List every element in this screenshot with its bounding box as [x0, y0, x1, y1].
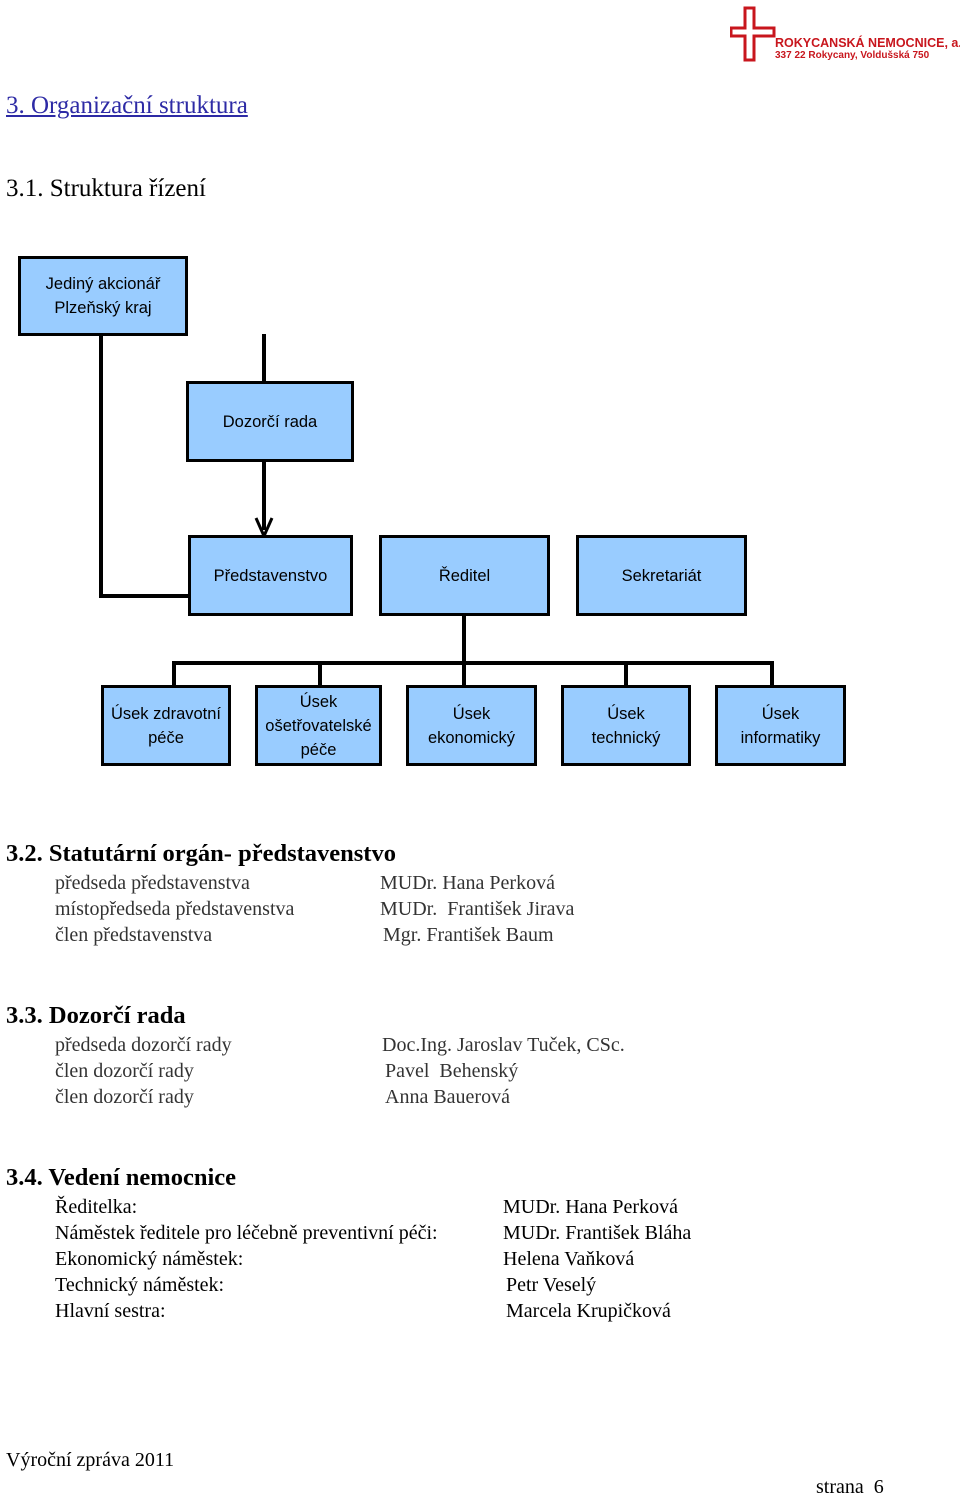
management-name: MUDr. František Bláha [503, 1222, 692, 1244]
supervisory-role: člen dozorčí rady [55, 1086, 194, 1108]
hospital-address: 337 22 Rokycany, Voldušská 750 [775, 50, 930, 61]
board-role: místopředseda představenstva [55, 898, 295, 920]
node-director: Ředitel [379, 535, 550, 616]
board-role: předseda představenstva [55, 872, 250, 894]
management-name: Helena Vaňková [503, 1248, 635, 1270]
board-member-name: MUDr. Hana Perková [380, 872, 555, 894]
section-32-title: 3.2. Statutární orgán- představenstvo [6, 840, 396, 867]
management-role: Ředitelka: [55, 1196, 138, 1218]
node-supervisory-board: Dozorčí rada [186, 381, 354, 462]
org-chart-connectors [99, 334, 774, 687]
management-role: Náměstek ředitele pro léčebně preventivn… [55, 1222, 438, 1244]
management-role: Hlavní sestra: [55, 1300, 166, 1322]
section-34-title: 3.4. Vedení nemocnice [6, 1164, 237, 1191]
red-cross-icon [730, 6, 776, 62]
section-33-title: 3.3. Dozorčí rada [6, 1002, 186, 1029]
supervisory-role: člen dozorčí rady [55, 1060, 194, 1082]
supervisory-member-name: Pavel Behenský [385, 1060, 519, 1082]
section-31-title: 3.1. Struktura řízení [6, 175, 206, 202]
supervisory-role: předseda dozorčí rady [55, 1034, 232, 1056]
board-member-name: MUDr. František Jirava [380, 898, 575, 920]
management-role: Ekonomický náměstek: [55, 1248, 244, 1270]
supervisory-member-name: Doc.Ing. Jaroslav Tuček, CSc. [382, 1034, 625, 1056]
node-dept-it: Úsek informatiky [715, 685, 846, 766]
page-title: 3. Organizační struktura [6, 92, 248, 119]
management-name: Petr Veselý [506, 1274, 597, 1296]
node-board: Představenstvo [188, 535, 353, 616]
node-dept-health: Úsek zdravotní péče [101, 685, 231, 766]
footer-report-name: Výroční zpráva 2011 [6, 1449, 175, 1471]
node-dept-economic: Úsek ekonomický [406, 685, 537, 766]
management-name: Marcela Krupičková [506, 1300, 671, 1322]
footer-page-number: strana 6 [816, 1476, 884, 1498]
management-role: Technický náměstek: [55, 1274, 225, 1296]
node-dept-technical: Úsek technický [561, 685, 691, 766]
hospital-name: ROKYCANSKÁ NEMOCNICE, a.s. [775, 36, 960, 50]
board-member-name: Mgr. František Baum [383, 924, 554, 946]
node-secretariat: Sekretariát [576, 535, 747, 616]
supervisory-member-name: Anna Bauerová [385, 1086, 510, 1108]
node-dept-nursing: Úsek ošetřovatelské péče [255, 685, 382, 766]
board-role: člen představenstva [55, 924, 213, 946]
org-chart: Jediný akcionář Plzeňský kraj Dozorčí ra… [18, 256, 846, 766]
node-shareholder: Jediný akcionář Plzeňský kraj [18, 256, 188, 336]
management-name: MUDr. Hana Perková [503, 1196, 678, 1218]
